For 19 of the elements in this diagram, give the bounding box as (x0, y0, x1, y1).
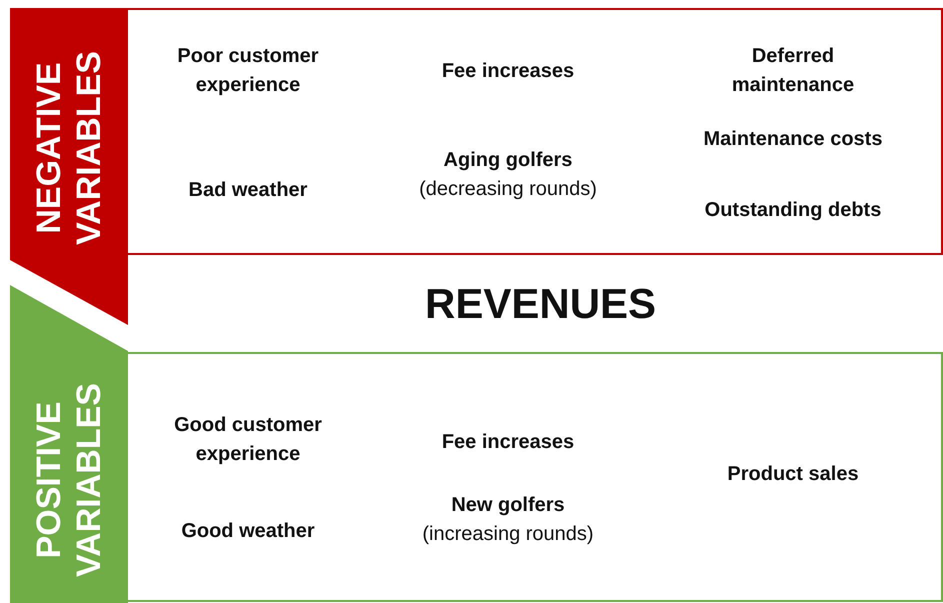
category-tab (10, 285, 128, 603)
tab-label: POSITIVE VARIABLES (28, 383, 109, 577)
variable-text: Deferred maintenance (730, 44, 856, 98)
band-title: REVENUES (425, 280, 656, 328)
variable-text: Good customer experience (173, 413, 323, 467)
variable-text: Maintenance costs (702, 126, 884, 152)
variable-text: Bad weather (188, 178, 308, 202)
variables-panel (128, 352, 943, 602)
variable-text: New golfers (increasing rounds) (421, 493, 595, 547)
variable-text: Poor customer experience (176, 44, 320, 98)
variable-text: Fee increases (440, 58, 576, 84)
variable-text: Aging golfers (decreasing rounds) (418, 148, 598, 202)
variable-text: Outstanding debts (704, 198, 882, 222)
variable-text: Fee increases (440, 430, 576, 454)
variable-text: Product sales (726, 462, 860, 486)
variables-panel (128, 8, 943, 255)
variable-text: Good weather (180, 518, 316, 544)
tab-label: NEGATIVE VARIABLES (28, 51, 109, 245)
category-tab (10, 8, 128, 325)
